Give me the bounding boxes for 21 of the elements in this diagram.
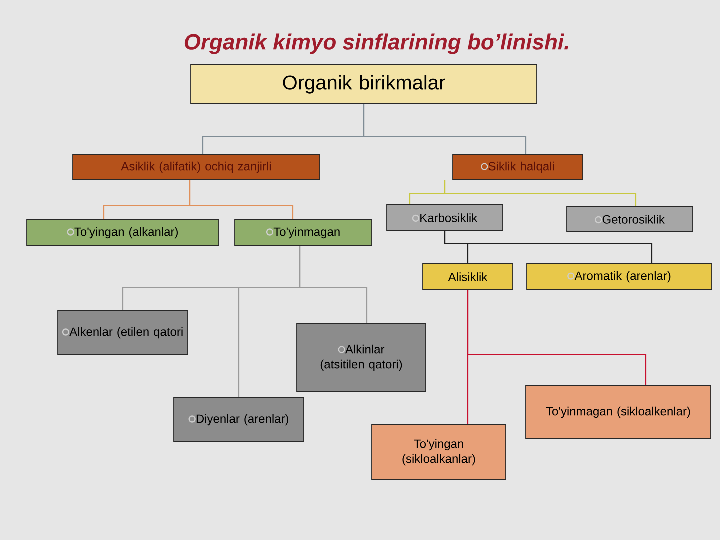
category-box: To'yingan (sikloalkanlar) — [372, 424, 506, 480]
category-box: To'yinmagan — [234, 220, 372, 246]
connector — [444, 231, 653, 264]
category-box: Aromatik (arenlar) — [526, 264, 712, 290]
category-box: Alkinlar (atsitilen qatori) — [296, 324, 426, 392]
category-box: To'yingan (alkanlar) — [26, 220, 220, 246]
connector — [467, 290, 469, 425]
category-box: Alisiklik — [422, 264, 514, 290]
category-box: Asiklik (alifatik) ochiq zanjirli — [72, 154, 320, 180]
connector — [363, 104, 527, 155]
category-box: Siklik halqali — [452, 154, 584, 180]
connector — [444, 180, 637, 207]
category-box: Diyenlar (arenlar) — [174, 398, 304, 442]
connector — [189, 180, 294, 220]
title-box: Organik birikmalar — [190, 64, 538, 104]
category-box: Alkenlar (etilen qatori — [58, 310, 188, 356]
category-box: Karbosiklik — [386, 204, 504, 232]
connector — [299, 246, 368, 324]
category-box: To'yinmagan (sikloalkenlar) — [526, 386, 712, 440]
title: Organik kimyo sinflarining bo’linishi. — [184, 34, 568, 54]
category-box: Getorosiklik — [566, 206, 694, 232]
